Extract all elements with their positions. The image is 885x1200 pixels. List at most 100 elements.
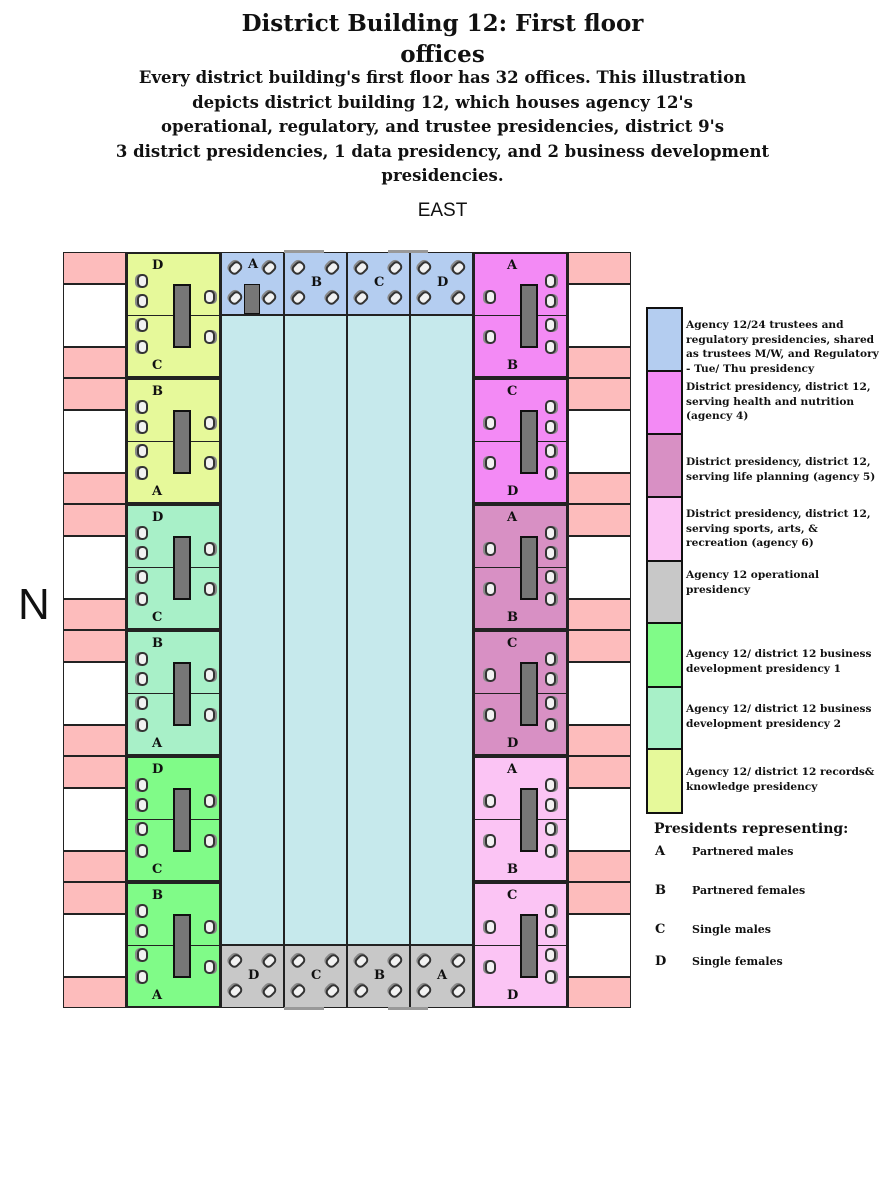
office-label: A [507, 258, 518, 273]
window [568, 662, 631, 725]
desk [244, 284, 260, 314]
window-sill [568, 504, 631, 536]
description: Every district building's first floor ha… [60, 66, 825, 189]
office-label: A [437, 968, 448, 983]
title-line: offices [400, 41, 485, 68]
chair-icon [137, 696, 148, 710]
desk [520, 788, 538, 852]
description-line: depicts district building 12, which hous… [192, 92, 693, 112]
chair-icon [545, 822, 556, 836]
chair-icon [485, 290, 496, 304]
window-sill [568, 977, 631, 1008]
chair-icon [137, 546, 148, 560]
office-label: D [507, 736, 519, 751]
corridor-bay [347, 315, 410, 945]
chair-icon [289, 952, 308, 970]
window-sill [568, 851, 631, 882]
chair-icon [545, 420, 556, 434]
desk [173, 788, 191, 852]
office-label: A [152, 484, 163, 499]
window [63, 410, 126, 473]
office-label: D [152, 762, 164, 777]
chair-icon [260, 289, 279, 307]
chair-icon [545, 798, 556, 812]
chair-icon [545, 696, 556, 710]
window-sill [63, 756, 126, 788]
chair-icon [204, 582, 215, 596]
chair-icon [260, 982, 279, 1000]
chair-icon [545, 778, 556, 792]
legend-label: Agency 12/ district 12 business developm… [686, 703, 872, 730]
window-sill [63, 378, 126, 410]
chair-icon [485, 668, 496, 682]
chair-icon [137, 420, 148, 434]
legend-swatch [646, 622, 683, 688]
legend-label: District presidency, district 12, servin… [686, 456, 876, 483]
page-title: District Building 12: First floor office… [0, 8, 885, 70]
window-sill [63, 882, 126, 914]
window-sill [63, 599, 126, 630]
chair-icon [137, 466, 148, 480]
description-line: operational, regulatory, and trustee pre… [160, 117, 724, 137]
chair-icon [545, 652, 556, 666]
chair-icon [323, 289, 342, 307]
window-sill [568, 347, 631, 378]
office-label: A [507, 510, 518, 525]
president-description: Single females [692, 955, 783, 968]
window-sill [63, 252, 126, 284]
title-line: District Building 12: First floor [241, 10, 644, 37]
chair-icon [415, 259, 434, 277]
chair-icon [545, 340, 556, 354]
chair-icon [204, 456, 215, 470]
chair-icon [137, 822, 148, 836]
chair-icon [204, 794, 215, 808]
office-label: D [152, 510, 164, 525]
chair-icon [226, 952, 245, 970]
legend-swatch [646, 686, 683, 750]
legend-swatch [646, 307, 683, 372]
chair-icon [226, 289, 245, 307]
chair-icon [415, 982, 434, 1000]
chair-icon [485, 416, 496, 430]
window-sill [568, 599, 631, 630]
chair-icon [352, 259, 371, 277]
chair-icon [323, 982, 342, 1000]
chair-icon [485, 794, 496, 808]
north-label: N [18, 580, 50, 629]
chair-icon [204, 920, 215, 934]
desk [173, 914, 191, 978]
south-office: C [284, 945, 347, 1008]
window-sill [63, 977, 126, 1008]
window-sill [568, 756, 631, 788]
window [63, 914, 126, 977]
chair-icon [204, 290, 215, 304]
chair-icon [137, 400, 148, 414]
chair-icon [449, 289, 468, 307]
chair-icon [545, 970, 556, 984]
window-sill [568, 378, 631, 410]
chair-icon [386, 289, 405, 307]
chair-icon [137, 318, 148, 332]
office-label: C [507, 384, 518, 399]
chair-icon [545, 948, 556, 962]
legend-swatch [646, 433, 683, 498]
chair-icon [545, 294, 556, 308]
window-sill [568, 473, 631, 504]
window [568, 536, 631, 599]
door [388, 250, 428, 253]
desk [520, 914, 538, 978]
chair-icon [137, 294, 148, 308]
chair-icon [289, 982, 308, 1000]
chair-icon [137, 570, 148, 584]
chair-icon [485, 960, 496, 974]
chair-icon [545, 466, 556, 480]
president-letter: D [655, 954, 667, 969]
president-description: Single males [692, 923, 771, 936]
office-label: A [507, 762, 518, 777]
office-label: B [152, 384, 163, 399]
